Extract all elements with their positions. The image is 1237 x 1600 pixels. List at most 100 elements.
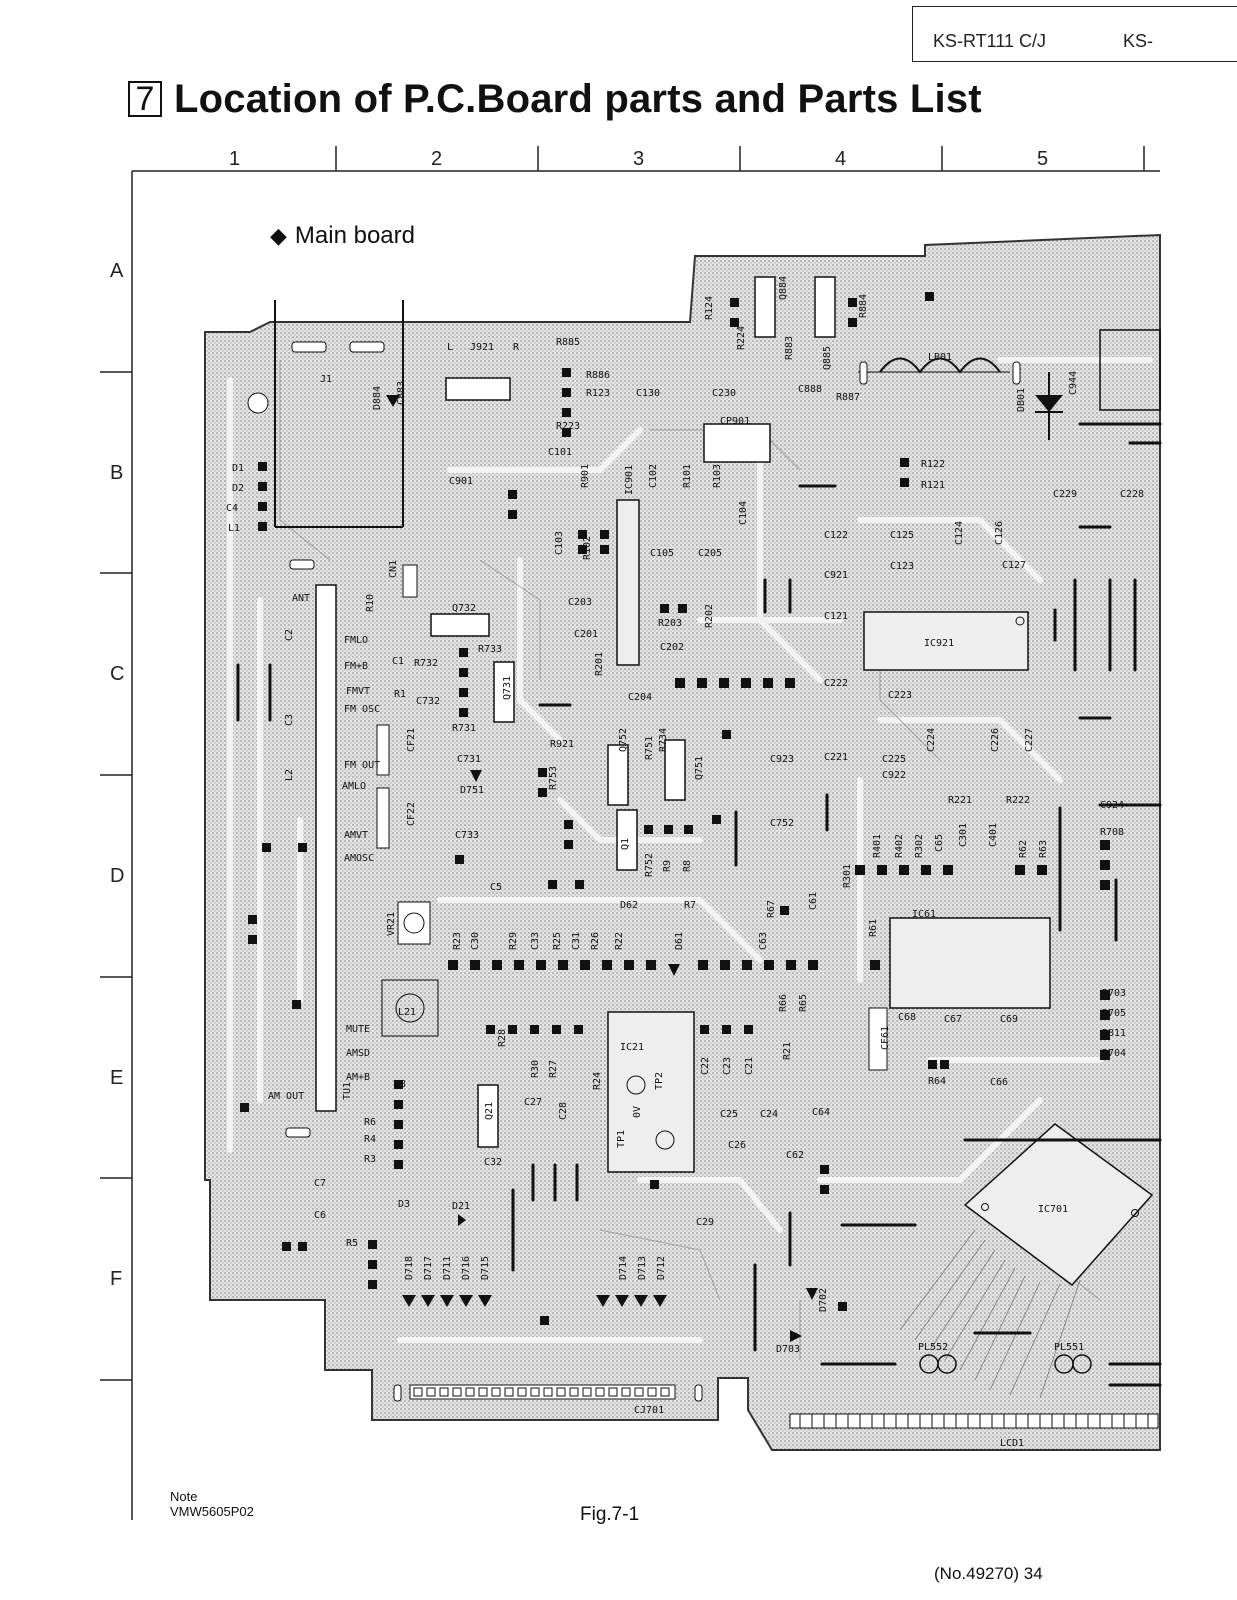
part-ref-label: IC61 bbox=[912, 909, 936, 920]
part-ref-label: R101 bbox=[682, 464, 693, 488]
part-ref-label: C124 bbox=[954, 521, 965, 545]
part-ref-label: AM+B bbox=[346, 1072, 370, 1083]
part-ref-label: C69 bbox=[1000, 1014, 1018, 1025]
part-ref-label: C66 bbox=[990, 1077, 1008, 1088]
part-ref-label: R67 bbox=[766, 900, 777, 918]
part-ref-label: C301 bbox=[958, 823, 969, 847]
part-ref-label: C731 bbox=[457, 754, 481, 765]
part-ref-label: C732 bbox=[416, 696, 440, 707]
part-ref-label: R25 bbox=[552, 932, 563, 950]
part-ref-label: CP901 bbox=[720, 416, 750, 427]
part-ref-label: R222 bbox=[1006, 795, 1030, 806]
part-ref-label: R203 bbox=[658, 618, 682, 629]
part-ref-label: R731 bbox=[452, 723, 476, 734]
part-ref-label: Q751 bbox=[694, 756, 705, 780]
part-ref-label: D62 bbox=[620, 900, 638, 911]
part-ref-label: ANT bbox=[292, 593, 310, 604]
part-ref-label: D715 bbox=[480, 1256, 491, 1280]
part-ref-label: AMVT bbox=[344, 830, 368, 841]
part-ref-label: D21 bbox=[452, 1201, 470, 1212]
part-ref-label: R887 bbox=[836, 392, 860, 403]
part-ref-label: FM+B bbox=[344, 661, 368, 672]
part-ref-label: R883 bbox=[784, 336, 795, 360]
note-block: Note VMW5605P02 bbox=[170, 1489, 254, 1519]
part-ref-label: C33 bbox=[530, 932, 541, 950]
part-ref-label: R24 bbox=[592, 1072, 603, 1090]
section-title-text: Location of P.C.Board parts and Parts Li… bbox=[174, 76, 982, 121]
part-ref-label: R66 bbox=[778, 994, 789, 1012]
part-ref-label: L bbox=[447, 342, 453, 353]
part-ref-label: R61 bbox=[868, 919, 879, 937]
part-ref-label: R733 bbox=[478, 644, 502, 655]
part-ref-label: C224 bbox=[926, 728, 937, 752]
part-ref-label: Q21 bbox=[484, 1102, 495, 1120]
part-ref-label: C201 bbox=[574, 629, 598, 640]
part-ref-label: R5 bbox=[346, 1238, 358, 1249]
part-ref-label: R9 bbox=[662, 860, 673, 872]
part-ref-label: R402 bbox=[894, 834, 905, 858]
col-label-2: 2 bbox=[431, 148, 443, 170]
part-ref-label: R753 bbox=[548, 766, 559, 790]
part-ref-label: R705 bbox=[1102, 1008, 1126, 1019]
part-ref-label: CJ701 bbox=[634, 1405, 664, 1416]
part-ref-label: C127 bbox=[1002, 560, 1026, 571]
part-ref-label: C401 bbox=[988, 823, 999, 847]
part-ref-label: R751 bbox=[644, 736, 655, 760]
part-ref-label: IC21 bbox=[620, 1042, 644, 1053]
part-ref-label: C21 bbox=[744, 1057, 755, 1075]
part-ref-label: D712 bbox=[656, 1256, 667, 1280]
part-ref-label: R401 bbox=[872, 834, 883, 858]
part-ref-label: C923 bbox=[770, 754, 794, 765]
part-ref-label: C888 bbox=[798, 384, 822, 395]
part-ref-label: C23 bbox=[722, 1057, 733, 1075]
part-ref-label: R221 bbox=[948, 795, 972, 806]
part-ref-label: R302 bbox=[914, 834, 925, 858]
part-ref-label: D703 bbox=[776, 1344, 800, 1355]
part-ref-label: Q732 bbox=[452, 603, 476, 614]
part-ref-label: R103 bbox=[712, 464, 723, 488]
part-ref-label: C125 bbox=[890, 530, 914, 541]
part-ref-label: CF22 bbox=[406, 802, 417, 826]
part-ref-label: D702 bbox=[818, 1288, 829, 1312]
part-ref-label: IC921 bbox=[924, 638, 954, 649]
part-ref-label: LCD1 bbox=[1000, 1438, 1024, 1449]
part-ref-label: C65 bbox=[934, 834, 945, 852]
part-ref-label: C61 bbox=[808, 892, 819, 910]
part-ref-label: D717 bbox=[423, 1256, 434, 1280]
part-ref-label: LB01 bbox=[928, 352, 952, 363]
part-ref-label: C121 bbox=[824, 611, 848, 622]
part-ref-label: FMLO bbox=[344, 635, 368, 646]
part-ref-label: R63 bbox=[1038, 840, 1049, 858]
part-ref-label: C3 bbox=[284, 714, 295, 726]
part-ref-label: D884 bbox=[372, 386, 383, 410]
part-ref-label: C883 bbox=[396, 381, 407, 405]
part-ref-label: Q884 bbox=[778, 276, 789, 300]
part-ref-label: C101 bbox=[548, 447, 572, 458]
part-ref-label: AM OUT bbox=[268, 1091, 304, 1102]
part-ref-label: AMLO bbox=[342, 781, 366, 792]
model-secondary: KS- bbox=[1123, 31, 1154, 51]
diamond-bullet-icon: ◆ bbox=[270, 223, 287, 248]
part-ref-label: C126 bbox=[994, 521, 1005, 545]
part-ref-label: R122 bbox=[921, 459, 945, 470]
row-label-c: C bbox=[110, 663, 125, 685]
part-ref-label: J1 bbox=[320, 374, 332, 385]
part-ref-label: C204 bbox=[628, 692, 652, 703]
part-ref-label: MUTE bbox=[346, 1024, 370, 1035]
part-ref-label: C28 bbox=[558, 1102, 569, 1120]
part-ref-label: R26 bbox=[590, 932, 601, 950]
part-ref-label: R22 bbox=[614, 932, 625, 950]
part-ref-label: C68 bbox=[898, 1012, 916, 1023]
part-ref-label: C6 bbox=[314, 1210, 326, 1221]
part-ref-label: FMVT bbox=[346, 686, 370, 697]
part-ref-label: R732 bbox=[414, 658, 438, 669]
part-ref-label: C30 bbox=[470, 932, 481, 950]
part-ref-label: C921 bbox=[824, 570, 848, 581]
part-ref-label: C227 bbox=[1024, 728, 1035, 752]
part-ref-label: C2 bbox=[284, 629, 295, 641]
part-ref-label: PL552 bbox=[918, 1342, 948, 1353]
model-header-box: KS-RT111 C/J KS- bbox=[912, 6, 1237, 62]
part-ref-label: C230 bbox=[712, 388, 736, 399]
part-ref-label: C27 bbox=[524, 1097, 542, 1108]
section-number: 7 bbox=[128, 81, 162, 117]
